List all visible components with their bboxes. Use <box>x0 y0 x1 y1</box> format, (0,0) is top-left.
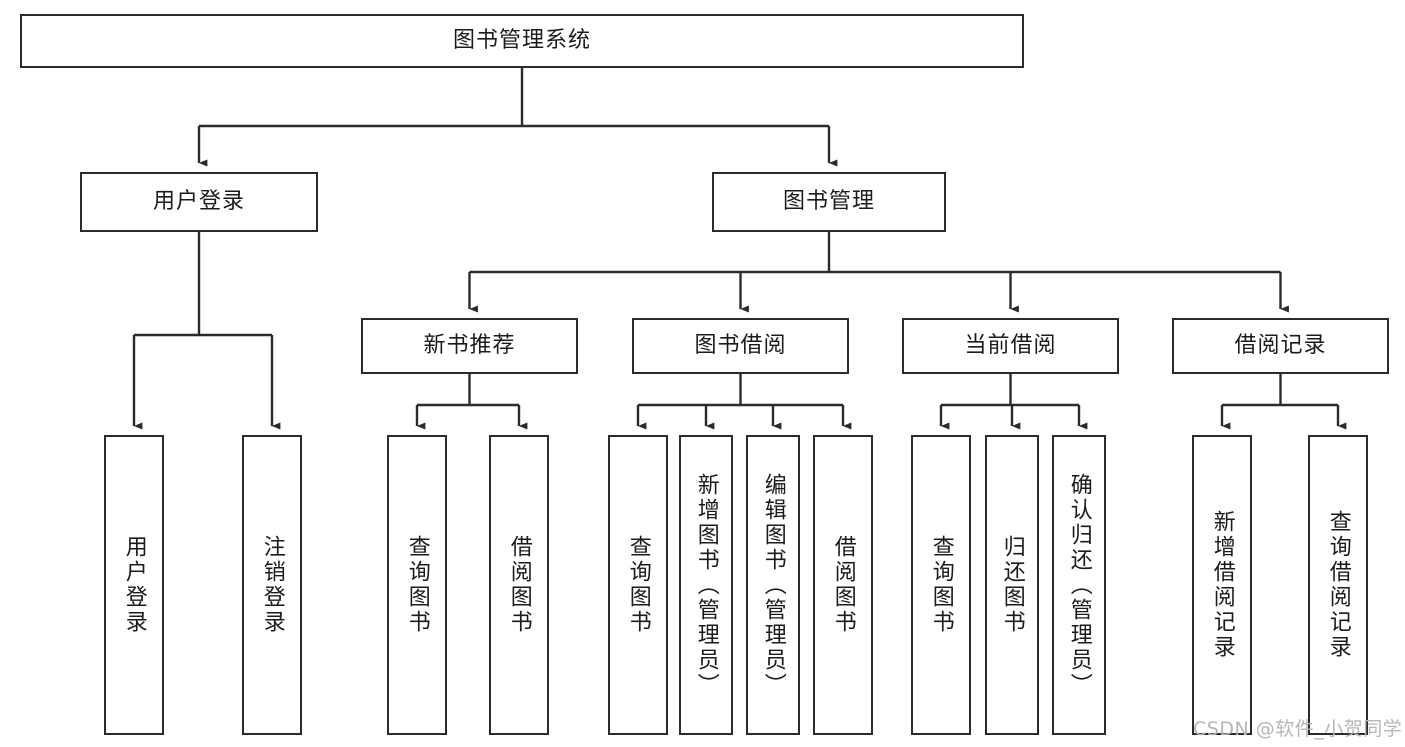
node-leaf-logout[interactable]: 注销登录 <box>242 435 302 735</box>
node-leaf-edit-book[interactable]: 编辑图书（管理员） <box>746 435 800 735</box>
node-label-leaf-add-record: 新增借阅记录 <box>1209 510 1235 660</box>
node-leaf-user-login[interactable]: 用户登录 <box>104 435 164 735</box>
node-label-leaf-edit-book: 编辑图书（管理员） <box>760 472 786 698</box>
node-label-leaf-query-book-borrow: 查询图书 <box>625 535 651 635</box>
node-label-leaf-return-book: 归还图书 <box>999 535 1025 635</box>
csdn-watermark: CSDN @软件_小贺同学 <box>1193 718 1403 740</box>
node-leaf-return-book[interactable]: 归还图书 <box>985 435 1039 735</box>
node-label-leaf-confirm-return: 确认归还（管理员） <box>1066 472 1092 698</box>
node-label-new-book-recommend: 新书推荐 <box>423 332 516 358</box>
node-leaf-query-book-borrow[interactable]: 查询图书 <box>608 435 668 735</box>
node-label-leaf-query-book-current: 查询图书 <box>928 535 954 635</box>
node-label-leaf-borrow-book: 借阅图书 <box>830 535 856 635</box>
node-label-leaf-query-record: 查询借阅记录 <box>1325 510 1351 660</box>
node-leaf-add-record[interactable]: 新增借阅记录 <box>1192 435 1252 735</box>
node-current-borrow[interactable]: 当前借阅 <box>902 318 1119 374</box>
node-leaf-query-record[interactable]: 查询借阅记录 <box>1308 435 1368 735</box>
node-leaf-query-book-rec[interactable]: 查询图书 <box>387 435 447 735</box>
node-leaf-borrow-book[interactable]: 借阅图书 <box>813 435 873 735</box>
node-label-leaf-query-book-rec: 查询图书 <box>404 535 430 635</box>
node-book-borrow[interactable]: 图书借阅 <box>632 318 849 374</box>
node-label-leaf-user-login: 用户登录 <box>121 535 147 635</box>
node-user-login[interactable]: 用户登录 <box>80 172 318 232</box>
node-label-root: 图书管理系统 <box>452 27 591 53</box>
node-label-leaf-logout: 注销登录 <box>259 535 285 635</box>
node-label-user-login: 用户登录 <box>152 188 245 214</box>
node-label-book-manage: 图书管理 <box>782 188 875 214</box>
node-leaf-confirm-return[interactable]: 确认归还（管理员） <box>1052 435 1106 735</box>
node-root[interactable]: 图书管理系统 <box>20 14 1024 68</box>
node-label-leaf-add-book: 新增图书（管理员） <box>693 472 719 698</box>
node-borrow-record[interactable]: 借阅记录 <box>1172 318 1389 374</box>
node-label-leaf-borrow-book-rec: 借阅图书 <box>506 535 532 635</box>
node-label-borrow-record: 借阅记录 <box>1234 332 1327 358</box>
node-label-book-borrow: 图书借阅 <box>694 332 787 358</box>
node-leaf-borrow-book-rec[interactable]: 借阅图书 <box>489 435 549 735</box>
node-leaf-add-book[interactable]: 新增图书（管理员） <box>679 435 733 735</box>
node-label-current-borrow: 当前借阅 <box>964 332 1057 358</box>
node-book-manage[interactable]: 图书管理 <box>712 172 946 232</box>
node-leaf-query-book-current[interactable]: 查询图书 <box>911 435 971 735</box>
node-new-book-recommend[interactable]: 新书推荐 <box>361 318 578 374</box>
